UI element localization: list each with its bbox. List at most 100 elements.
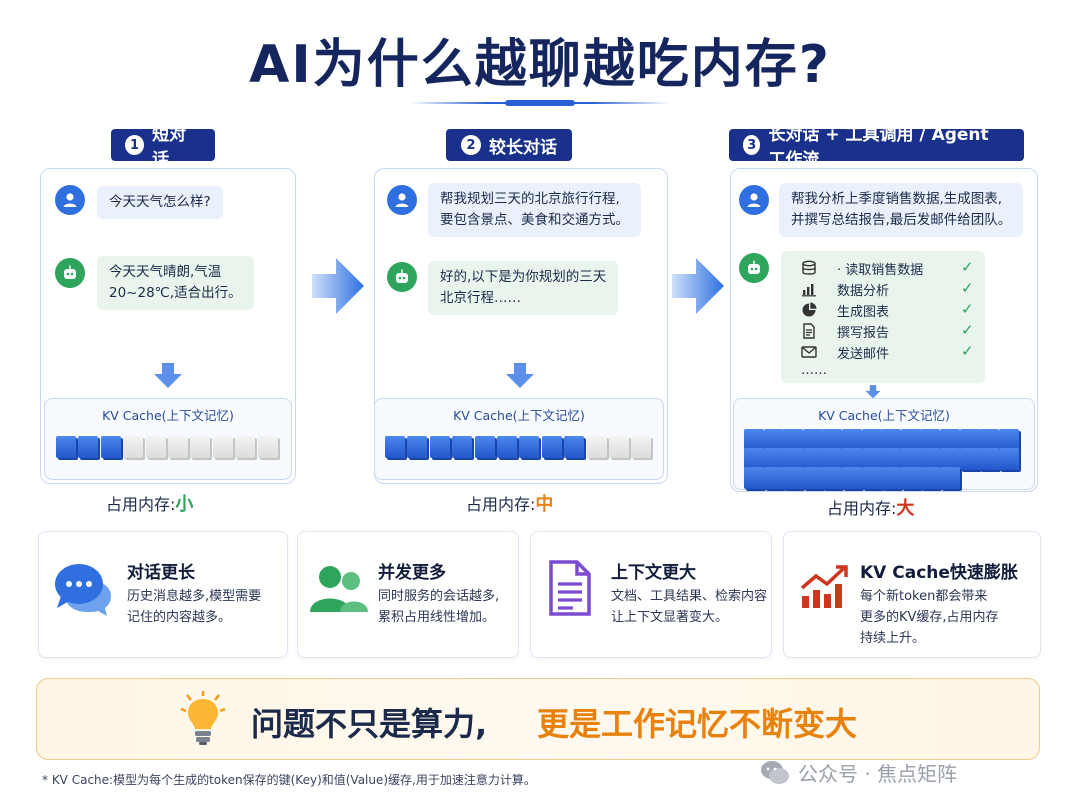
progress-arrow-icon — [312, 258, 364, 314]
kv-block-filled — [920, 429, 941, 451]
task-item: 撰写报告 ✓ — [781, 321, 985, 341]
kv-block-filled — [822, 448, 843, 470]
banner-text-part2: 更是工作记忆不断变大 — [537, 705, 858, 743]
stage-1-label: 短对话 — [152, 125, 187, 170]
user-icon — [395, 193, 409, 207]
kv-block-filled — [497, 436, 517, 458]
kv-block-filled — [452, 436, 473, 458]
kv-cache-label: KV Cache(上下文记忆) — [102, 408, 234, 423]
stage-2-panel: 帮我规划三天的北京旅行行程, 要包含景点、美食和交通方式。 好的,以下是为你规划… — [374, 168, 668, 484]
kv-block-filled — [842, 448, 862, 470]
kv-block-empty — [235, 436, 256, 458]
check-icon: ✓ — [961, 279, 974, 297]
kv-block-filled — [861, 429, 882, 451]
stage-1-panel: 今天天气怎么样? 今天天气晴朗,气温 20~28℃,适合出行。 KV Cache… — [40, 168, 296, 484]
watermark: 公众号 · 焦点矩阵 — [760, 758, 957, 787]
robot-icon — [748, 260, 760, 274]
down-arrow-icon — [865, 385, 881, 399]
stage-2-number: 2 — [461, 135, 481, 155]
stage-2-kv-cache: KV Cache(上下文记忆) — [374, 398, 664, 480]
stage-2-label: 较长对话 — [489, 137, 557, 158]
kv-block-empty — [586, 436, 607, 458]
card-description: 每个新token都会带来 更多的KV缓存,占用内存 持续上升。 — [860, 589, 999, 646]
card-more-concurrency: 并发更多 同时服务的会话越多, 累积占用线性增加。 — [297, 531, 519, 658]
chat-bubbles-icon — [55, 564, 111, 616]
users-icon — [310, 566, 368, 612]
kv-block-empty — [168, 436, 188, 458]
bar-chart-icon — [802, 284, 816, 297]
kv-block-filled — [959, 429, 980, 451]
kv-block-filled — [802, 429, 823, 451]
kv-block-filled — [979, 429, 1000, 451]
task-item: 生成图表 ✓ — [781, 300, 985, 320]
user-icon — [63, 193, 77, 207]
usage-prefix: 占用内存: — [106, 495, 176, 514]
down-arrow-icon — [154, 363, 182, 388]
card-title: KV Cache快速膨胀 — [860, 563, 1018, 583]
user-avatar — [387, 185, 417, 215]
agent-task-list: · 读取销售数据 ✓ 数据分析 ✓ 生成图表 ✓ 撰写报告 ✓ 发送邮件 ✓ …… — [781, 251, 985, 383]
down-arrow-icon — [506, 363, 534, 388]
user-icon — [747, 193, 761, 207]
kv-block-filled — [940, 448, 960, 470]
task-label: 数据分析 — [837, 284, 890, 299]
kv-block-filled — [920, 467, 941, 489]
stage-3-panel: 帮我分析上季度销售数据,生成图表, 并撰写总结报告,最后发邮件给团队。 · 读取… — [730, 168, 1038, 492]
usage-prefix: 占用内存: — [466, 495, 536, 514]
kv-block-filled — [940, 429, 960, 451]
kv-block-filled — [763, 448, 784, 470]
bot-avatar — [739, 253, 769, 283]
check-icon: ✓ — [961, 321, 974, 339]
stage-3-tag: 3 长对话 + 工具调用 / Agent 工作流 — [729, 125, 1024, 170]
stage-3-user-message: 帮我分析上季度销售数据,生成图表, 并撰写总结报告,最后发邮件给团队。 — [779, 183, 1024, 237]
stage-3-memory-usage: 占用内存:大 — [827, 494, 914, 520]
kv-block-filled — [979, 448, 1000, 470]
card-description: 文档、工具结果、检索内容 让上下文显著变大。 — [611, 589, 768, 625]
kv-block-filled — [940, 467, 960, 489]
kv-block-filled — [861, 448, 882, 470]
banner-text-part1: 问题不只是算力, — [251, 705, 488, 743]
kv-block-empty — [123, 436, 144, 458]
user-avatar — [739, 185, 769, 215]
check-icon: ✓ — [961, 300, 974, 318]
kv-block-filled — [474, 436, 495, 458]
kv-block-filled — [802, 467, 823, 489]
stage-1-user-message: 今天天气怎么样? — [97, 186, 223, 219]
robot-icon — [64, 265, 76, 279]
stage-3-number: 3 — [743, 135, 761, 155]
stage-2-user-message: 帮我规划三天的北京旅行行程, 要包含景点、美食和交通方式。 — [428, 183, 641, 237]
kv-block-filled — [744, 448, 764, 470]
card-title: 上下文更大 — [611, 563, 696, 583]
lightbulb-icon — [180, 691, 226, 745]
kv-block-filled — [541, 436, 562, 458]
conclusion-banner: 问题不只是算力, 更是工作记忆不断变大 — [36, 678, 1040, 760]
kv-block-filled — [900, 467, 921, 489]
stage-1-number: 1 — [125, 135, 145, 155]
card-longer-dialogue: 对话更长 历史消息越多,模型需要 记住的内容越多。 — [38, 531, 288, 658]
kv-block-filled — [385, 436, 405, 458]
stage-2-memory-usage: 占用内存:中 — [466, 490, 553, 516]
progress-arrow-icon — [672, 258, 724, 314]
kv-block-filled — [900, 429, 921, 451]
task-label: 发送邮件 — [837, 347, 890, 362]
stage-1-tag: 1 短对话 — [111, 125, 215, 170]
bot-avatar — [387, 262, 417, 292]
kv-block-filled — [802, 448, 823, 470]
kv-block-filled — [998, 429, 1019, 451]
kv-block-filled — [861, 467, 882, 489]
kv-block-filled — [783, 448, 804, 470]
watermark-text: 公众号 · 焦点矩阵 — [798, 762, 958, 786]
kv-block-filled — [881, 429, 902, 451]
page-title: AI为什么越聊越吃内存? — [249, 35, 831, 95]
stage-1-bot-message: 今天天气晴朗,气温 20~28℃,适合出行。 — [97, 256, 254, 310]
kv-block-filled — [429, 436, 450, 458]
task-label: 生成图表 — [837, 305, 890, 320]
card-title: 对话更长 — [127, 563, 195, 583]
kv-block-filled — [822, 429, 843, 451]
kv-block-filled — [744, 467, 764, 489]
footnote: * KV Cache:模型为每个生成的token保存的键(Key)和值(Valu… — [42, 773, 536, 787]
card-larger-context: 上下文更大 文档、工具结果、检索内容 让上下文显著变大。 — [530, 531, 772, 658]
kv-block-filled — [881, 448, 902, 470]
robot-icon — [396, 269, 408, 283]
kv-block-filled — [998, 448, 1019, 470]
